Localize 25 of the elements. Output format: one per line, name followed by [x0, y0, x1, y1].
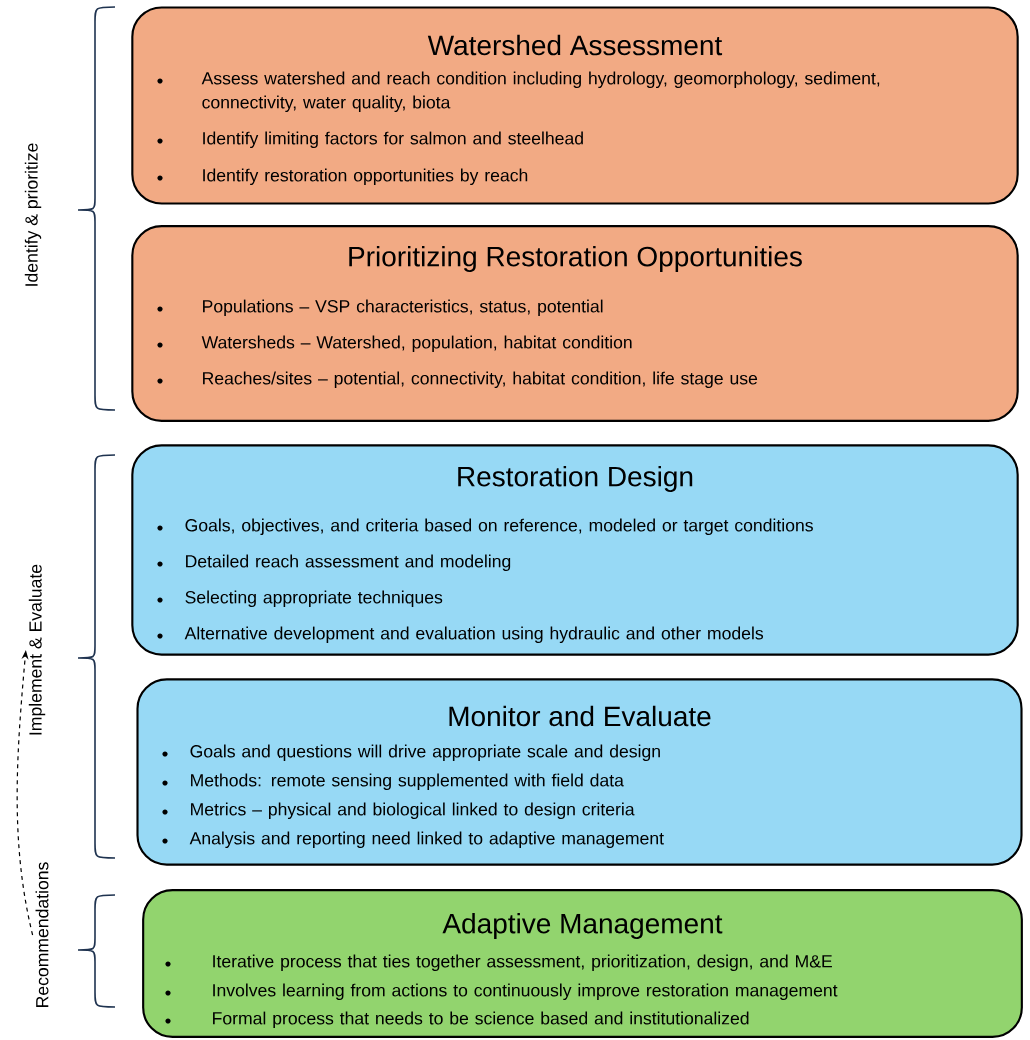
bullet-item: Goals and questions will drive appropriate scale and design [162, 744, 660, 761]
bracket-label: Implement & Evaluate [28, 564, 46, 735]
bullet-item: Alternative development and evaluation using hydraulic and other models [157, 626, 764, 643]
box-title: Adaptive Management [442, 912, 723, 940]
bullet-item: Methods: remote sensing supplemented with field data [162, 773, 624, 790]
bullet-item: Reaches/sites – potential, connectivity, habitat condition, life stage use [157, 371, 758, 388]
bullet-item: Goals, objectives, and criteria based on reference, modeled or target conditions [157, 518, 813, 535]
bullet-item: Formal process that needs to be science based and institutionalized [165, 1011, 749, 1028]
box-title: Prioritizing Restoration Opportunities [349, 245, 802, 273]
box-title: Restoration Design [458, 465, 693, 493]
bullet-item: Analysis and reporting need linked to adaptive management [162, 831, 664, 848]
bullet-item: Populations – VSP characteristics, status, potential [157, 299, 603, 316]
box-title: Monitor and Evaluate [449, 705, 711, 727]
bullet-item: Involves learning from actions to continuously improve restoration management [165, 983, 838, 1000]
bullet-item: Selecting appropriate techniques [157, 590, 443, 607]
bullet-item: Watersheds – Watershed, population, habitat condition [157, 335, 632, 352]
bracket-label: Recommendations [35, 862, 49, 1007]
bullet-item: Assess watershed and reach condition including hydrology, geomorphology, sediment, connectivity, water quality, biota [157, 71, 880, 112]
bullet-item: Identify restoration opportunities by reach [157, 168, 528, 185]
bullet-item: Metrics – physical and biological linked to design criteria [162, 802, 635, 819]
bullet-item: Detailed reach assessment and modeling [157, 554, 511, 571]
bullet-item: Iterative process that ties together assessment, prioritization, design, and M&E [165, 954, 832, 971]
bracket-label: Identify & prioritize [24, 143, 42, 286]
box-title: Watershed Assessment [427, 34, 723, 56]
bullet-item: Identify limiting factors for salmon and steelhead [157, 131, 583, 148]
